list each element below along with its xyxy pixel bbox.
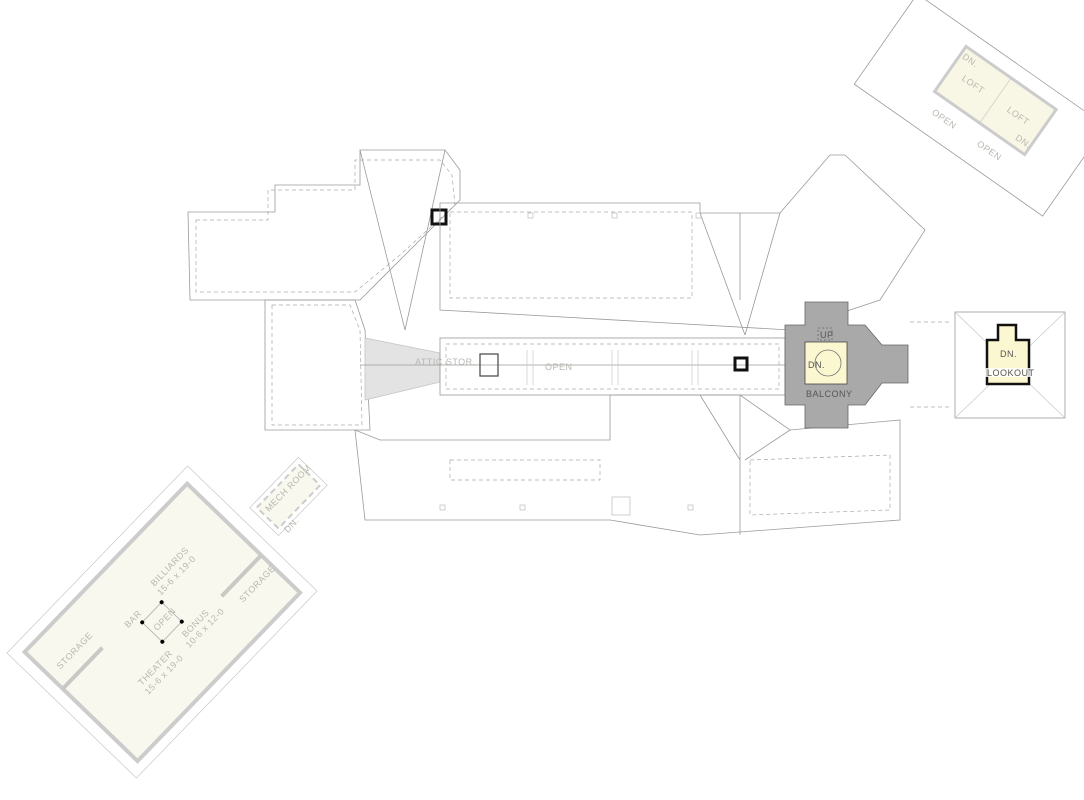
roof-west	[187, 149, 461, 431]
lookout-label: LOOKOUT	[987, 368, 1035, 378]
balcony-down-label: DN.	[808, 360, 825, 370]
loft-open-2: OPEN	[975, 139, 1003, 163]
roof-north	[439, 154, 926, 336]
chimney-west	[430, 208, 448, 226]
roof-south	[354, 394, 901, 536]
loft-open-1: OPEN	[930, 107, 958, 131]
lookout-tower: DN. LOOKOUT	[954, 311, 1066, 419]
bonus-wing: THEATER 15-6 x 19-0 BILLIARDS 15-6 x 19-…	[6, 465, 318, 779]
attic-label: ATTIC STOR.	[415, 357, 476, 367]
loft-wing: LOFT LOFT DN. DN. OPEN OPEN	[853, 0, 1084, 217]
lookout-down-label: DN.	[1000, 349, 1017, 359]
corridor-open-label: OPEN	[545, 362, 573, 372]
balcony-up-label: UP	[820, 330, 834, 340]
attic-storage-area	[364, 337, 441, 401]
balcony-label: BALCONY	[806, 389, 853, 399]
balcony-tower: UP DN. BALCONY	[784, 301, 909, 429]
mech-room-stair: MECH ROOM DN.	[249, 456, 328, 536]
